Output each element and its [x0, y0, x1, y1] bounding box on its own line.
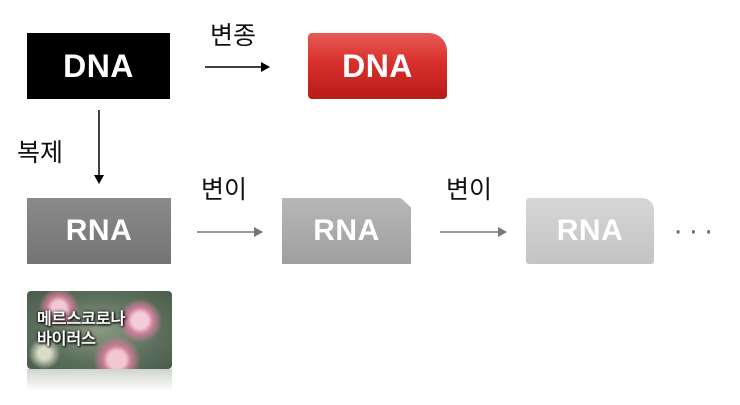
dna-mutated-box: DNA: [308, 33, 447, 99]
dna-original-box: DNA: [27, 33, 170, 99]
dna-original-label: DNA: [63, 47, 134, 84]
virus-caption: 메르스코로나 바이러스: [37, 309, 167, 349]
virus-caption-line1: 메르스코로나: [37, 309, 126, 328]
rna-box-3: RNA: [526, 198, 654, 264]
rna-label-2: RNA: [313, 214, 380, 247]
rna-label-3: RNA: [556, 214, 624, 247]
variation-label-1: 변이: [201, 175, 248, 204]
rna-label-1: RNA: [65, 214, 133, 247]
rna-box-2: RNA: [282, 198, 411, 264]
virus-image: 메르스코로나 바이러스: [27, 291, 172, 369]
rna-box-1: RNA: [27, 198, 171, 264]
continuation-ellipsis: ···: [674, 218, 720, 248]
variation-label-2: 변이: [446, 175, 493, 204]
virus-image-reflection: [27, 369, 172, 391]
dna-mutated-label: DNA: [342, 47, 413, 84]
virus-caption-line2: 바이러스: [37, 329, 96, 348]
mutation-label: 변종: [210, 21, 257, 50]
replication-label: 복제: [17, 138, 64, 167]
